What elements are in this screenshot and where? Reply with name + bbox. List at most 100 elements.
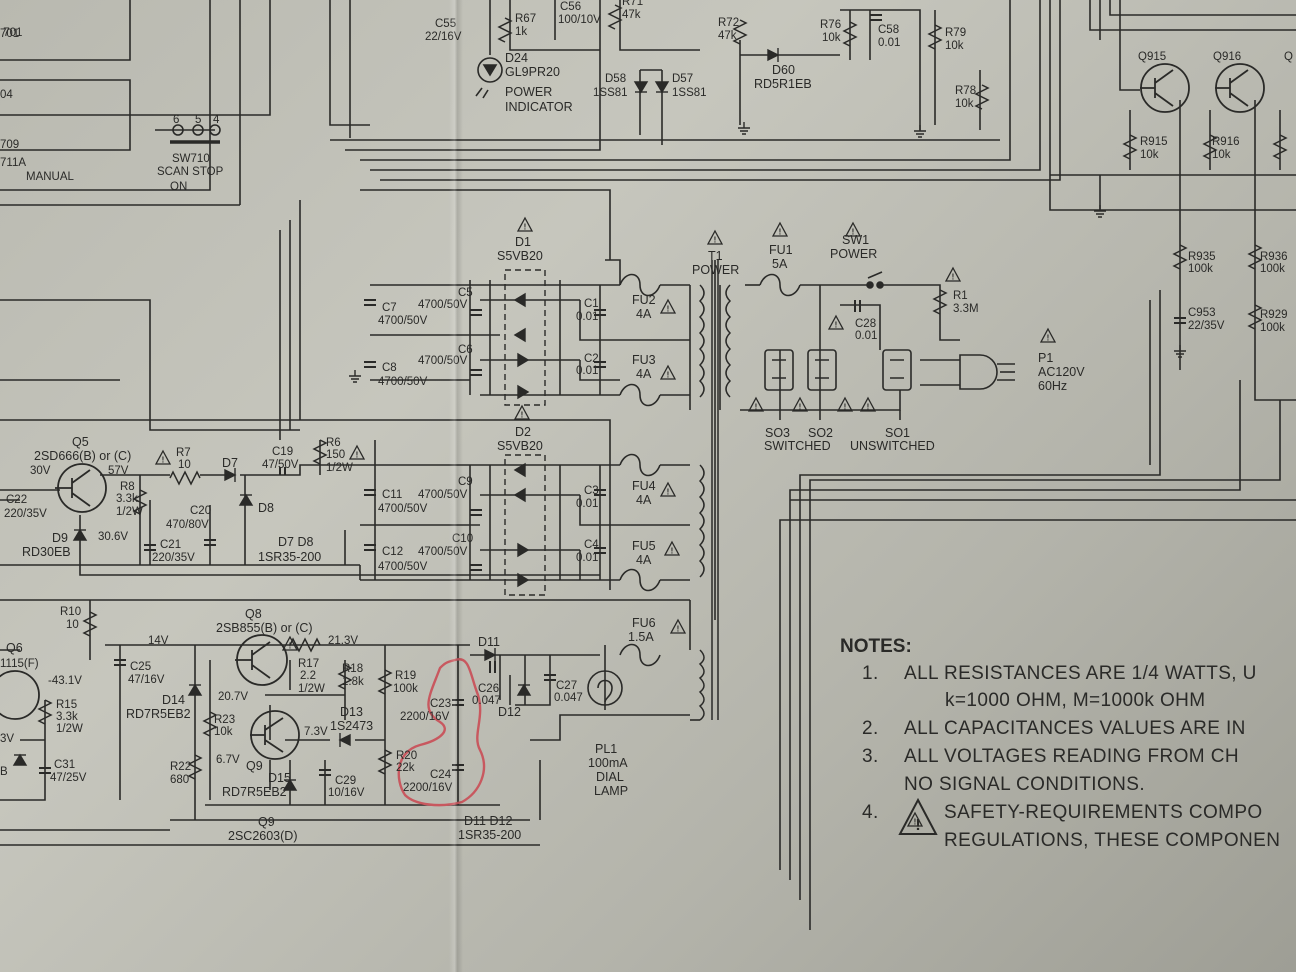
r10-value: 10 <box>66 619 79 631</box>
c28-value: 0.01 <box>855 330 877 342</box>
c55-value: 22/16V <box>425 31 462 43</box>
c4-label: C4 <box>584 539 599 551</box>
sw710-desc: SCAN STOP <box>157 166 224 178</box>
c19-label: C19 <box>272 446 293 458</box>
pl1-desc-1: DIAL <box>596 770 624 784</box>
r19-label: R19 <box>395 670 416 682</box>
wiring <box>0 0 1296 930</box>
c7-value: 4700/50V <box>378 315 428 327</box>
d7-label: D7 <box>222 456 238 470</box>
c2-label: C2 <box>584 353 599 365</box>
d60-label: D60 <box>772 63 795 77</box>
c1-value: 0.01 <box>576 311 598 323</box>
r18-value: 1.8k <box>342 676 364 688</box>
pin-6: 6 <box>173 114 179 126</box>
note-3-line-2: NO SIGNAL CONDITIONS. <box>904 774 1145 795</box>
note-1-line-1: ALL RESISTANCES ARE 1/4 WATTS, U <box>904 663 1257 684</box>
r935-label: R935 <box>1188 251 1216 263</box>
fu5-label: FU5 <box>632 539 656 553</box>
c3-value: 0.01 <box>576 498 598 510</box>
note-4-number: 4. <box>862 802 879 823</box>
q915-label: Q915 <box>1138 51 1166 63</box>
c19-value: 47/50V <box>262 459 299 471</box>
voltage-neg-43-1v: -43.1V <box>48 675 82 687</box>
r915-value: 10k <box>1140 149 1159 161</box>
c31-label: C31 <box>54 759 75 771</box>
c22-value: 220/35V <box>4 508 47 520</box>
labels-lower: R10 10 Q6 1115(F) -43.1V R15 3.3k 1/2W 3… <box>0 606 656 843</box>
labels-right: Q915 Q916 Q R915 10k R916 10k R935 100k … <box>1138 51 1293 334</box>
voltage-30v: 30V <box>30 465 51 477</box>
r7-label: R7 <box>176 447 191 459</box>
r15-wattage: 1/2W <box>56 723 83 735</box>
r22-label: R22 <box>170 761 191 773</box>
r15-value: 3.3k <box>56 711 78 723</box>
fu4-value: 4A <box>636 493 652 507</box>
d24-part: GL9PR20 <box>505 65 560 79</box>
c23-value: 2200/16V <box>400 711 450 723</box>
r78-value: 10k <box>955 98 974 110</box>
r67-label: R67 <box>515 13 536 25</box>
voltage-21-3v: 21.3V <box>328 635 358 647</box>
q9-part: 2SC2603(D) <box>228 829 297 843</box>
label-709: 709 <box>0 139 19 151</box>
note-3-number: 3. <box>862 746 879 767</box>
c12-label: C12 <box>382 546 403 558</box>
r20-value: 22k <box>396 762 415 774</box>
c4-value: 0.01 <box>576 552 598 564</box>
r67-value: 1k <box>515 26 527 38</box>
label-701: 701 <box>0 28 19 40</box>
c24-value: 2200/16V <box>403 782 453 794</box>
r19-value: 100k <box>393 683 418 695</box>
d7-d8-label: D7 D8 <box>278 535 313 549</box>
d1-part: S5VB20 <box>497 249 543 263</box>
so2-label: SO2 <box>808 426 833 440</box>
c6-value: 4700/50V <box>418 355 468 367</box>
highlight-outline <box>397 658 486 807</box>
r936-label: R936 <box>1260 251 1288 263</box>
notes-section: NOTES: 1. ALL RESISTANCES ARE 1/4 WATTS,… <box>840 636 1280 851</box>
fu4-label: FU4 <box>632 479 656 493</box>
c31-value: 47/25V <box>50 772 87 784</box>
pl1-desc-2: LAMP <box>594 784 628 798</box>
c23-label: C23 <box>430 698 451 710</box>
q8-part: 2SB855(B) or (C) <box>216 621 313 635</box>
d2-label: D2 <box>515 425 531 439</box>
c2-value: 0.01 <box>576 365 598 377</box>
c24-label: C24 <box>430 769 452 781</box>
label-b: B <box>0 766 8 778</box>
r17-value: 2.2 <box>300 670 316 682</box>
r23-label: R23 <box>214 714 235 726</box>
d60-part: RD5R1EB <box>754 77 812 91</box>
t1-label: T1 <box>708 249 723 263</box>
d11-d12-label: D11 D12 <box>464 814 512 828</box>
r78-label: R78 <box>955 85 976 97</box>
notes-heading: NOTES: <box>840 636 912 657</box>
r79-value: 10k <box>945 40 964 52</box>
q6-label: Q6 <box>6 641 23 655</box>
c20-value: 470/80V <box>166 519 209 531</box>
d58-label: D58 <box>605 73 626 85</box>
r6-value: 150 <box>326 449 345 461</box>
c5-label: C5 <box>458 287 473 299</box>
pl1-label: PL1 <box>595 742 617 756</box>
note-1-line-2: k=1000 OHM, M=1000k OHM <box>945 690 1206 711</box>
svg-text:701: 701 <box>0 27 22 39</box>
d12-label: D12 <box>498 705 521 719</box>
c25-label: C25 <box>130 661 151 673</box>
labels-q5-area: Q5 2SD666(B) or (C) 30V 57V R7 10 D7 C19… <box>4 435 353 564</box>
d24-label: D24 <box>505 51 528 65</box>
p1-voltage: AC120V <box>1038 365 1085 379</box>
labels-supply2: D2 S5VB20 C9 4700/50V C11 4700/50V C10 4… <box>378 425 656 573</box>
sw1-desc: POWER <box>830 247 877 261</box>
q9-label: Q9 <box>246 759 263 773</box>
voltage-7-3v: 7.3V <box>304 726 328 738</box>
c21-label: C21 <box>160 539 181 551</box>
fu3-value: 4A <box>636 367 652 381</box>
d11-label: D11 <box>478 635 500 649</box>
pl1-value: 100mA <box>588 756 628 770</box>
labels-mains: FU1 5A SW1 POWER R1 3.3M C28 0.01 P1 AC1… <box>764 233 1085 453</box>
r8-label: R8 <box>120 481 135 493</box>
c12-value: 4700/50V <box>378 561 428 573</box>
